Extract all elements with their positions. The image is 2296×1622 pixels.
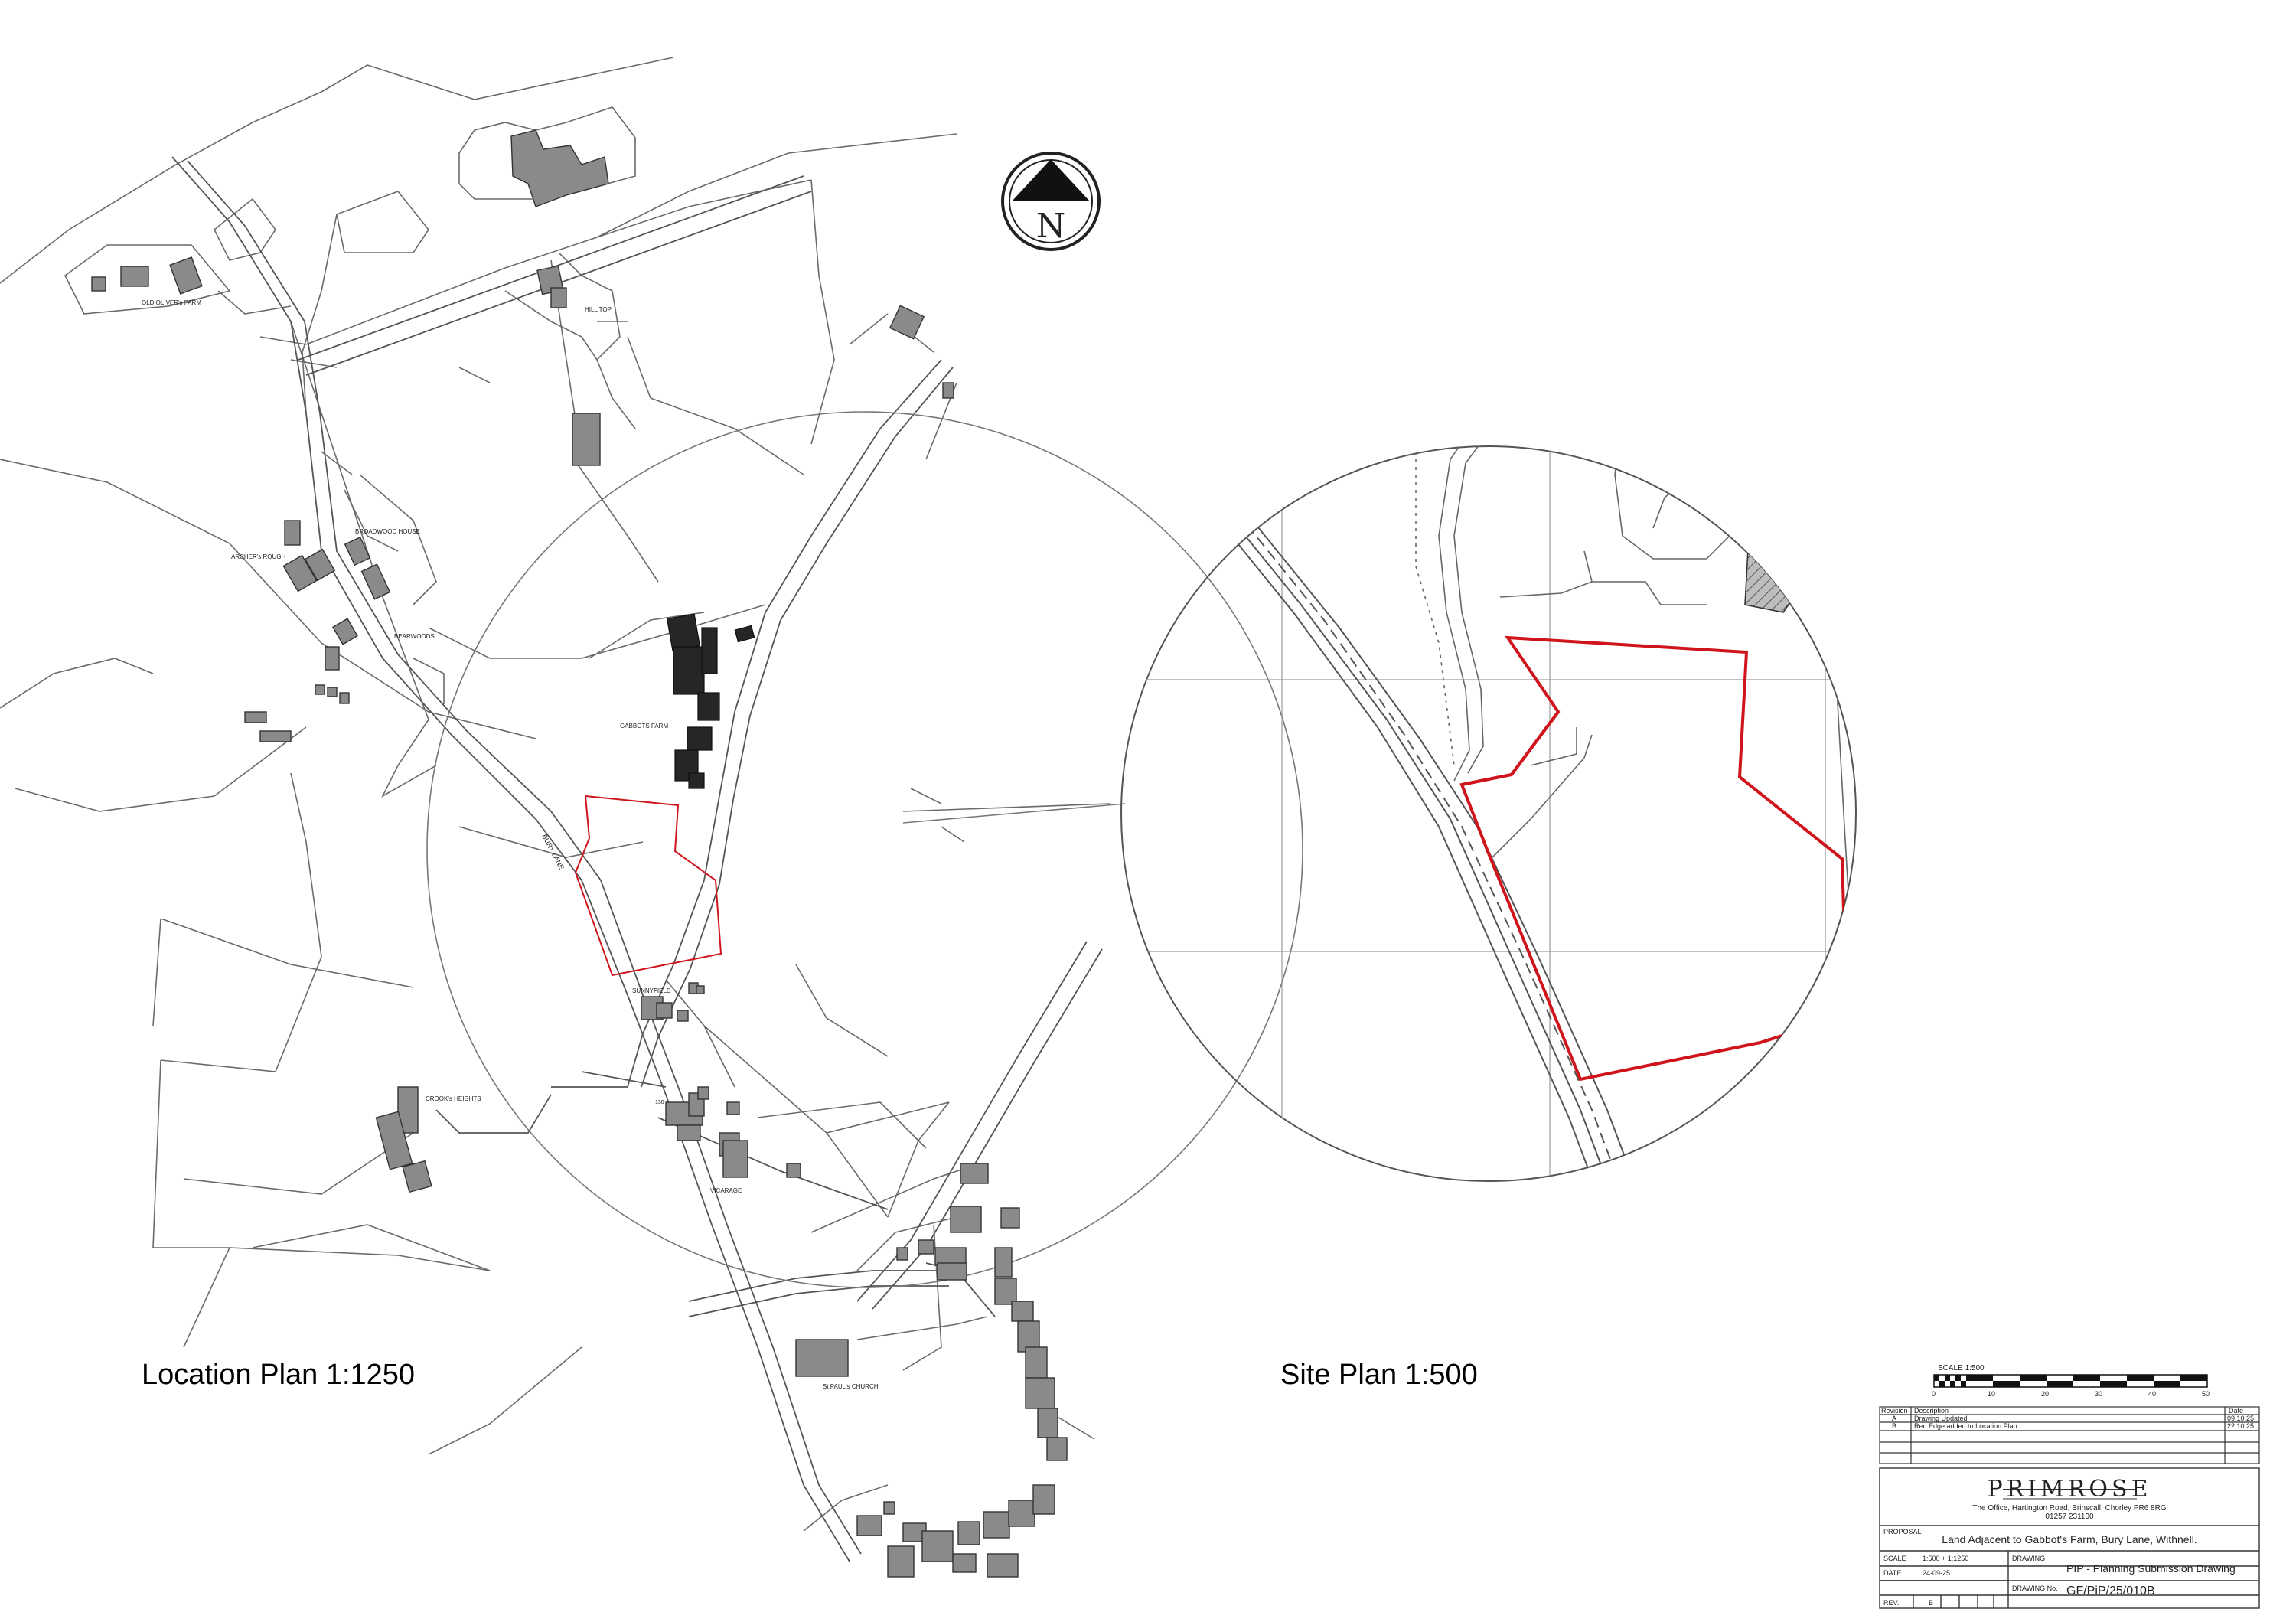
label-sunnyfield: SUNNYFIELD — [632, 987, 671, 994]
label-house-number: 130 — [655, 1100, 664, 1105]
scale-tick-40: 40 — [2148, 1390, 2156, 1398]
place-labels: OLD OLIVER's FARM HILL TOP BROADWOOD HOU… — [142, 299, 879, 1390]
rev-header-desc: Description — [1914, 1407, 1949, 1415]
rev-row-a-date: 09.10.25 — [2227, 1415, 2254, 1422]
scale-value: 1:500 + 1:1250 — [1923, 1555, 1968, 1562]
site-plan-title: Site Plan 1:500 — [1280, 1359, 1478, 1391]
scale-tick-0: 0 — [1932, 1390, 1936, 1398]
north-letter: N — [1036, 207, 1066, 246]
date-value: 24-09-25 — [1923, 1569, 1950, 1577]
label-gabbots-farm: GABBOTS FARM — [620, 723, 668, 729]
company-name: PRIMROSE — [1988, 1476, 2152, 1503]
north-arrow: N — [1001, 152, 1101, 251]
label-vicarage: VICARAGE — [710, 1187, 742, 1194]
rev-row-b-date: 22.10.25 — [2227, 1422, 2254, 1430]
label-bury-lane: BURY LANE — [540, 833, 566, 870]
site-plan-circle — [1120, 445, 1857, 1182]
location-roads — [171, 156, 1103, 1562]
label-broadwood-house: BROADWOOD HOUSE — [355, 528, 420, 535]
drawing-no-label: DRAWING No. — [2012, 1584, 2058, 1592]
title-block — [1879, 1467, 2260, 1609]
proposal-text: Land Adjacent to Gabbot's Farm, Bury Lan… — [1942, 1533, 2197, 1545]
drawing-label: DRAWING — [2012, 1555, 2045, 1562]
link-line — [902, 803, 1126, 824]
label-bearwoods: BEARWOODS — [394, 633, 435, 640]
label-crooks-heights: CROOK's HEIGHTS — [426, 1095, 481, 1102]
location-buildings — [91, 129, 1068, 1578]
gabbots-farm-buildings — [666, 613, 755, 789]
label-old-olivers-farm: OLD OLIVER's FARM — [142, 299, 201, 306]
label-hill-top: HILL TOP — [585, 306, 612, 313]
location-red-boundary — [574, 795, 722, 977]
scale-tick-30: 30 — [2095, 1390, 2102, 1398]
label-archers-rough: ARCHER's ROUGH — [231, 553, 286, 560]
scale-tick-20: 20 — [2041, 1390, 2049, 1398]
rev-row-a-desc: Drawing Updated — [1914, 1415, 1968, 1422]
drawing-title: PIP - Planning Submission Drawing — [2066, 1562, 2236, 1575]
rev-header-date: Date — [2229, 1407, 2243, 1415]
company-address: The Office, Hartington Road, Brinscall, … — [1972, 1504, 2166, 1513]
label-st-pauls-church: St PAUL's CHURCH — [823, 1383, 879, 1390]
company-phone: 01257 231100 — [2045, 1513, 2094, 1521]
rev-row-b-rev: B — [1892, 1422, 1896, 1430]
date-label: DATE — [1883, 1569, 1901, 1577]
scale-tick-50: 50 — [2202, 1390, 2210, 1398]
site-plan — [1121, 446, 1856, 1181]
rev-row-b-desc: Red Edge added to Location Plan — [1914, 1422, 2017, 1430]
proposal-label: PROPOSAL — [1883, 1528, 1922, 1536]
scale-label: SCALE — [1883, 1555, 1906, 1562]
site-radius-circle — [426, 411, 1303, 1288]
scale-bar: SCALE 1:500 0 10 20 30 40 50 — [1932, 1364, 2210, 1398]
location-plan-title: Location Plan 1:1250 — [142, 1359, 415, 1391]
scale-bar-caption: SCALE 1:500 — [1938, 1364, 1985, 1372]
rev-header-rev: Revision — [1881, 1407, 1908, 1415]
revision-table — [1879, 1406, 2260, 1464]
location-plan — [0, 57, 1110, 1532]
rev-row-a-rev: A — [1892, 1415, 1896, 1422]
site-red-boundary — [1459, 635, 1849, 1082]
rev-value: B — [1929, 1599, 1933, 1607]
rev-label: REV. — [1883, 1599, 1899, 1607]
drawing-number: GF/PiP/25/010B — [2066, 1584, 2155, 1598]
scale-tick-10: 10 — [1988, 1390, 1995, 1398]
